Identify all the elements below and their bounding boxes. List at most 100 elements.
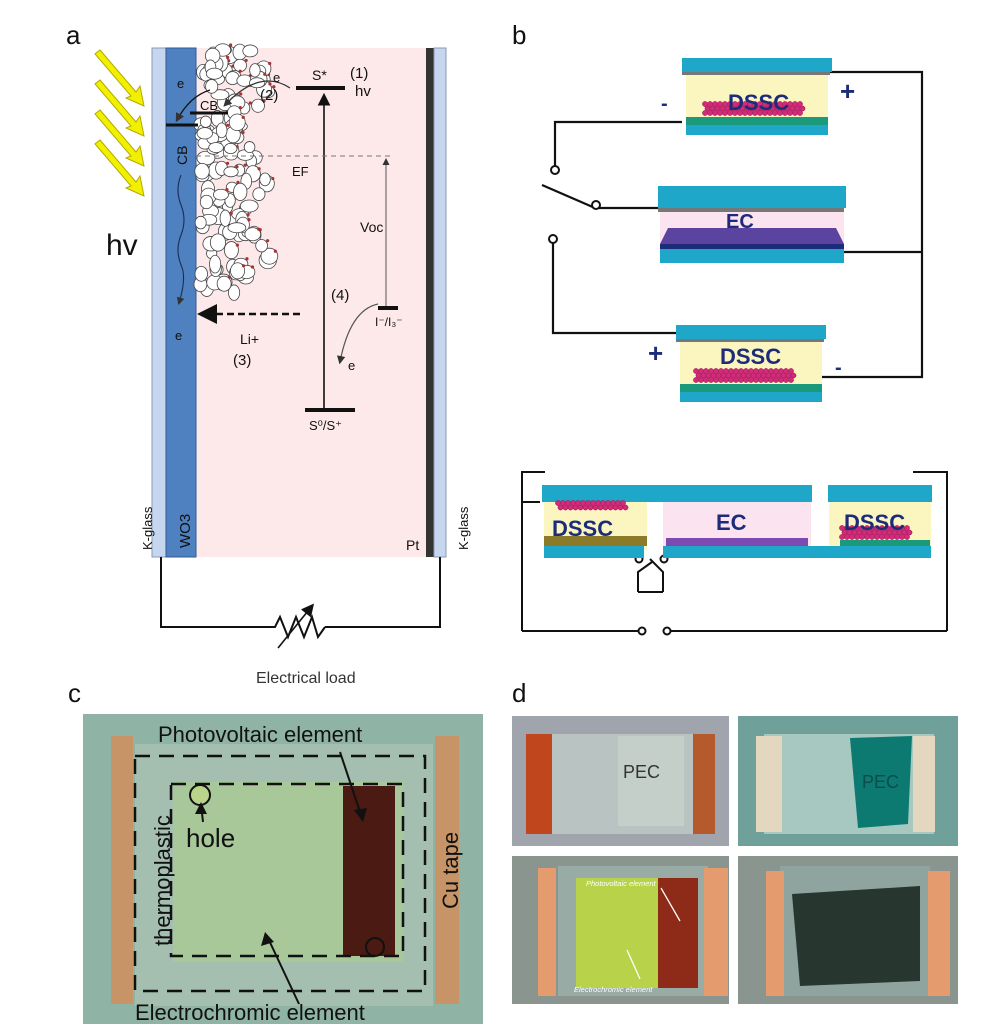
panel-d-letter: d bbox=[512, 678, 527, 708]
tio2-particle-cluster bbox=[193, 43, 279, 301]
tio2-particle bbox=[251, 98, 265, 113]
dye-particle bbox=[707, 110, 713, 116]
dye-particle bbox=[712, 110, 718, 116]
k-glass-right-label: K-glass bbox=[456, 506, 471, 550]
top-dssc-label: DSSC bbox=[728, 90, 789, 115]
hole-marker-bottom bbox=[365, 937, 385, 957]
lower-right-dssc-label: DSSC bbox=[844, 510, 905, 535]
tio2-particle bbox=[259, 172, 271, 187]
hv-left-label: hv bbox=[106, 229, 138, 262]
panel-a-energy-diagram: hv CB e CB S* (1) hv e (2) S⁰/S⁺ EF Voc … bbox=[94, 43, 471, 687]
light-ray-arrow bbox=[94, 49, 145, 107]
photo-bleached-pec: PEC bbox=[512, 716, 729, 846]
photo-bleached-device: Photovoltaic element Electrochromic elem… bbox=[512, 856, 729, 1004]
tio2-particle bbox=[255, 239, 268, 253]
dye-molecule bbox=[266, 239, 270, 243]
dye-particle bbox=[582, 504, 589, 511]
dye-particle bbox=[783, 377, 789, 383]
dye-particle bbox=[722, 110, 728, 116]
top-dssc-dye-particles bbox=[702, 101, 806, 116]
dye-particle bbox=[622, 504, 629, 511]
dye-molecule bbox=[226, 123, 230, 127]
dye-particle bbox=[607, 504, 614, 511]
bottom-dssc-dye-particles bbox=[693, 368, 797, 383]
dye-molecule bbox=[225, 188, 229, 192]
li-plus-label: Li+ bbox=[240, 331, 259, 347]
voc-label: Voc bbox=[360, 219, 383, 235]
e-minus-4-label: e bbox=[348, 358, 355, 373]
dye-particle bbox=[894, 534, 900, 540]
variable-resistor-icon bbox=[265, 613, 326, 640]
dye-particle bbox=[854, 534, 860, 540]
tio2-particle bbox=[230, 262, 246, 280]
dye-molecule bbox=[225, 161, 230, 165]
dye-particle bbox=[592, 504, 599, 511]
tio2-particle bbox=[243, 141, 256, 154]
tio2-particle bbox=[196, 127, 213, 140]
dye-particle bbox=[773, 377, 779, 383]
panel-c-device-photo: Photovoltaic element hole thermoplastic … bbox=[83, 714, 483, 1024]
s-star-label: S* bbox=[312, 67, 327, 83]
dye-particle bbox=[859, 534, 865, 540]
photo1-pec-label: PEC bbox=[623, 762, 660, 782]
tio2-particle bbox=[249, 63, 261, 78]
dye-particle bbox=[567, 504, 574, 511]
light-ray-arrow bbox=[94, 139, 145, 197]
dye-molecule bbox=[241, 130, 245, 135]
hole-label: hole bbox=[186, 823, 235, 853]
dye-particle bbox=[717, 110, 723, 116]
tio2-particle bbox=[260, 247, 279, 265]
dye-particle bbox=[620, 500, 626, 506]
panel-b-letter: b bbox=[512, 20, 527, 50]
dye-particle bbox=[698, 377, 704, 383]
bottom-dssc-neg-label: - bbox=[835, 357, 842, 379]
dye-molecule bbox=[238, 69, 242, 73]
right-k-glass bbox=[433, 47, 447, 558]
photo3-electrochromic-area bbox=[576, 878, 658, 988]
dye-particle bbox=[790, 372, 797, 379]
photo2-pec-label: PEC bbox=[862, 772, 899, 792]
e-minus-left-label: e bbox=[175, 328, 182, 343]
ef-label: EF bbox=[292, 164, 309, 179]
photo3-photovoltaic-area bbox=[658, 878, 698, 988]
dye-particle bbox=[788, 368, 794, 374]
dye-particle bbox=[844, 534, 850, 540]
photo-colored-device bbox=[738, 856, 958, 1004]
dye-molecule bbox=[241, 115, 245, 119]
dye-molecule bbox=[257, 167, 261, 171]
dye-particle bbox=[612, 504, 619, 511]
dye-particle bbox=[797, 101, 803, 107]
tio2-particle bbox=[223, 241, 239, 260]
dye-molecule bbox=[235, 165, 239, 169]
photo4-colored-film bbox=[792, 886, 920, 986]
dye-particle bbox=[797, 110, 803, 116]
hv-step-label: hv bbox=[355, 83, 371, 100]
dye-particle bbox=[799, 105, 806, 112]
electrical-load-label: Electrical load bbox=[256, 670, 356, 687]
dye-particle bbox=[906, 529, 913, 536]
redox-label: I⁻/I₃⁻ bbox=[375, 315, 403, 329]
tio2-particle bbox=[215, 122, 228, 139]
dye-particle bbox=[864, 534, 870, 540]
dye-particle bbox=[748, 377, 754, 383]
tio2-particle bbox=[233, 182, 248, 201]
dye-particle bbox=[889, 534, 895, 540]
tio2-particle bbox=[194, 265, 208, 282]
dye-molecule bbox=[243, 163, 247, 167]
electrochromic-element-label: Electrochromic element bbox=[135, 1000, 365, 1024]
dye-molecule bbox=[250, 265, 255, 269]
dye-particle bbox=[728, 377, 734, 383]
dye-molecule bbox=[226, 55, 230, 60]
tio2-particle bbox=[223, 166, 239, 178]
photovoltaic-area bbox=[343, 786, 395, 956]
dye-molecule bbox=[229, 211, 233, 215]
lower-left-dssc-label: DSSC bbox=[552, 516, 613, 541]
k-glass-left-label: K-glass bbox=[140, 506, 155, 550]
dye-molecule bbox=[246, 213, 250, 217]
panel-b-circuit-diagram: DSSC - + EC DSSC + - bbox=[521, 58, 948, 636]
dye-molecule bbox=[235, 243, 239, 247]
photo3-photovoltaic-label: Photovoltaic element bbox=[586, 879, 657, 888]
left-copper-tape bbox=[111, 736, 133, 1004]
dye-molecule bbox=[229, 43, 233, 47]
panel-a-letter: a bbox=[66, 20, 81, 50]
